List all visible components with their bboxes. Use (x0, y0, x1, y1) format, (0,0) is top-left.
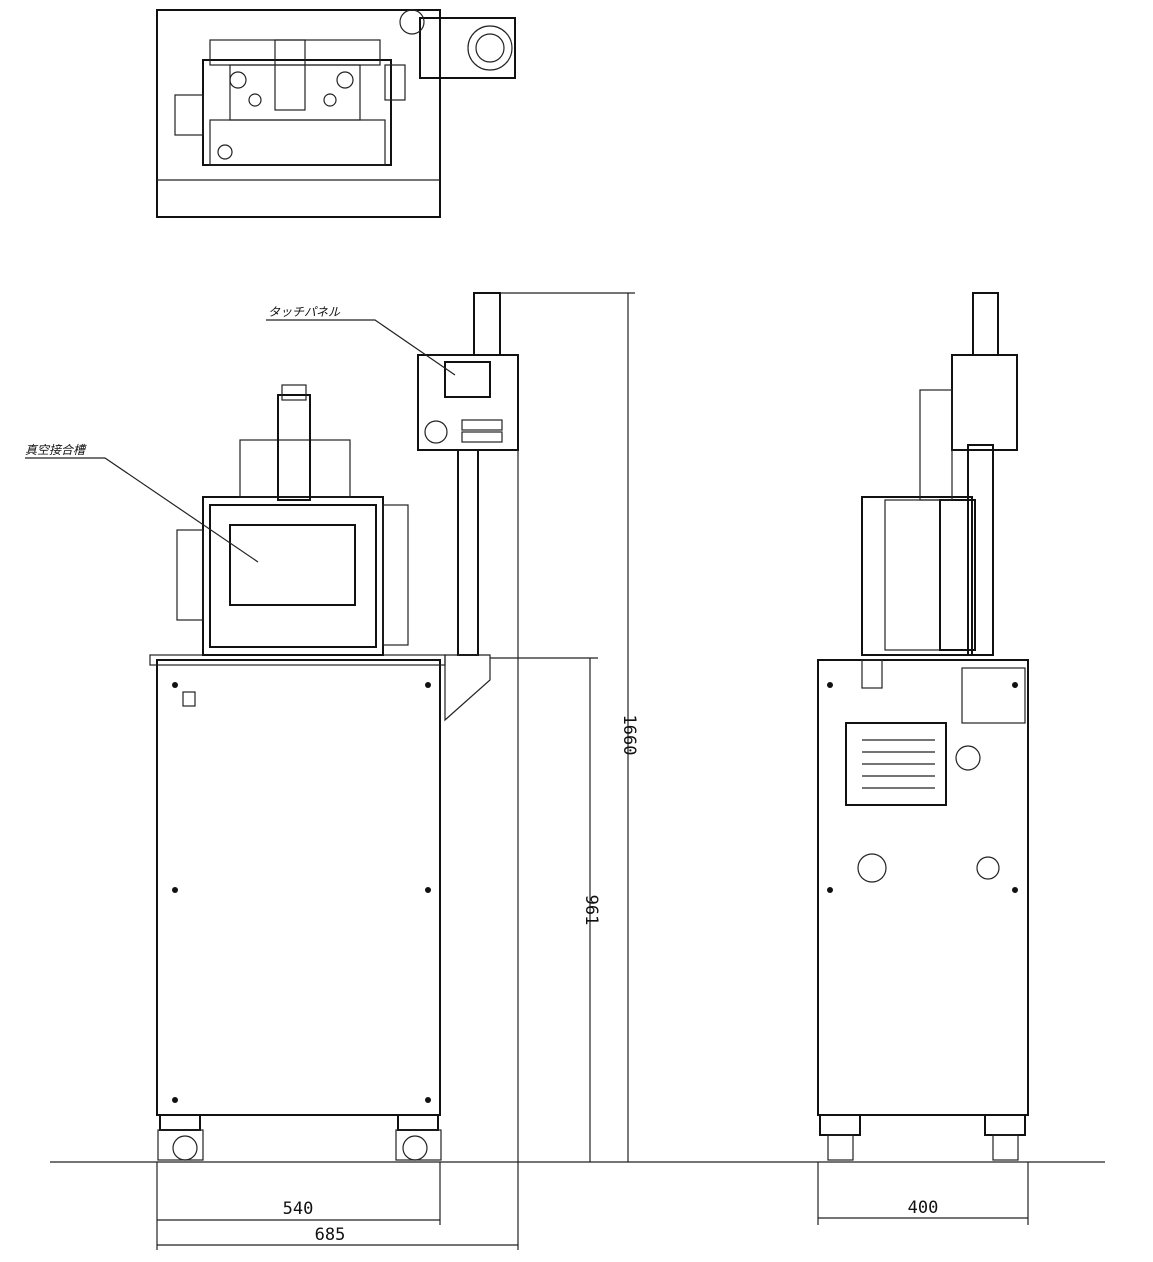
dim-table-height: 961 (581, 895, 601, 926)
dimension-lines (156, 292, 1029, 1250)
vacuum-chamber-label: 真空接合槽 (25, 443, 87, 457)
side-view (817, 292, 1029, 1161)
touch-panel-leader (266, 319, 456, 376)
dim-side-depth: 400 (908, 1198, 939, 1218)
dim-total-height: 1660 (619, 715, 639, 756)
dim-front-width: 540 (283, 1199, 314, 1219)
top-view (156, 9, 516, 218)
dim-overall-width: 685 (315, 1225, 346, 1245)
chamber-leader (25, 457, 259, 563)
front-view (149, 292, 519, 1161)
touch-panel-label: タッチパネル (268, 305, 341, 319)
